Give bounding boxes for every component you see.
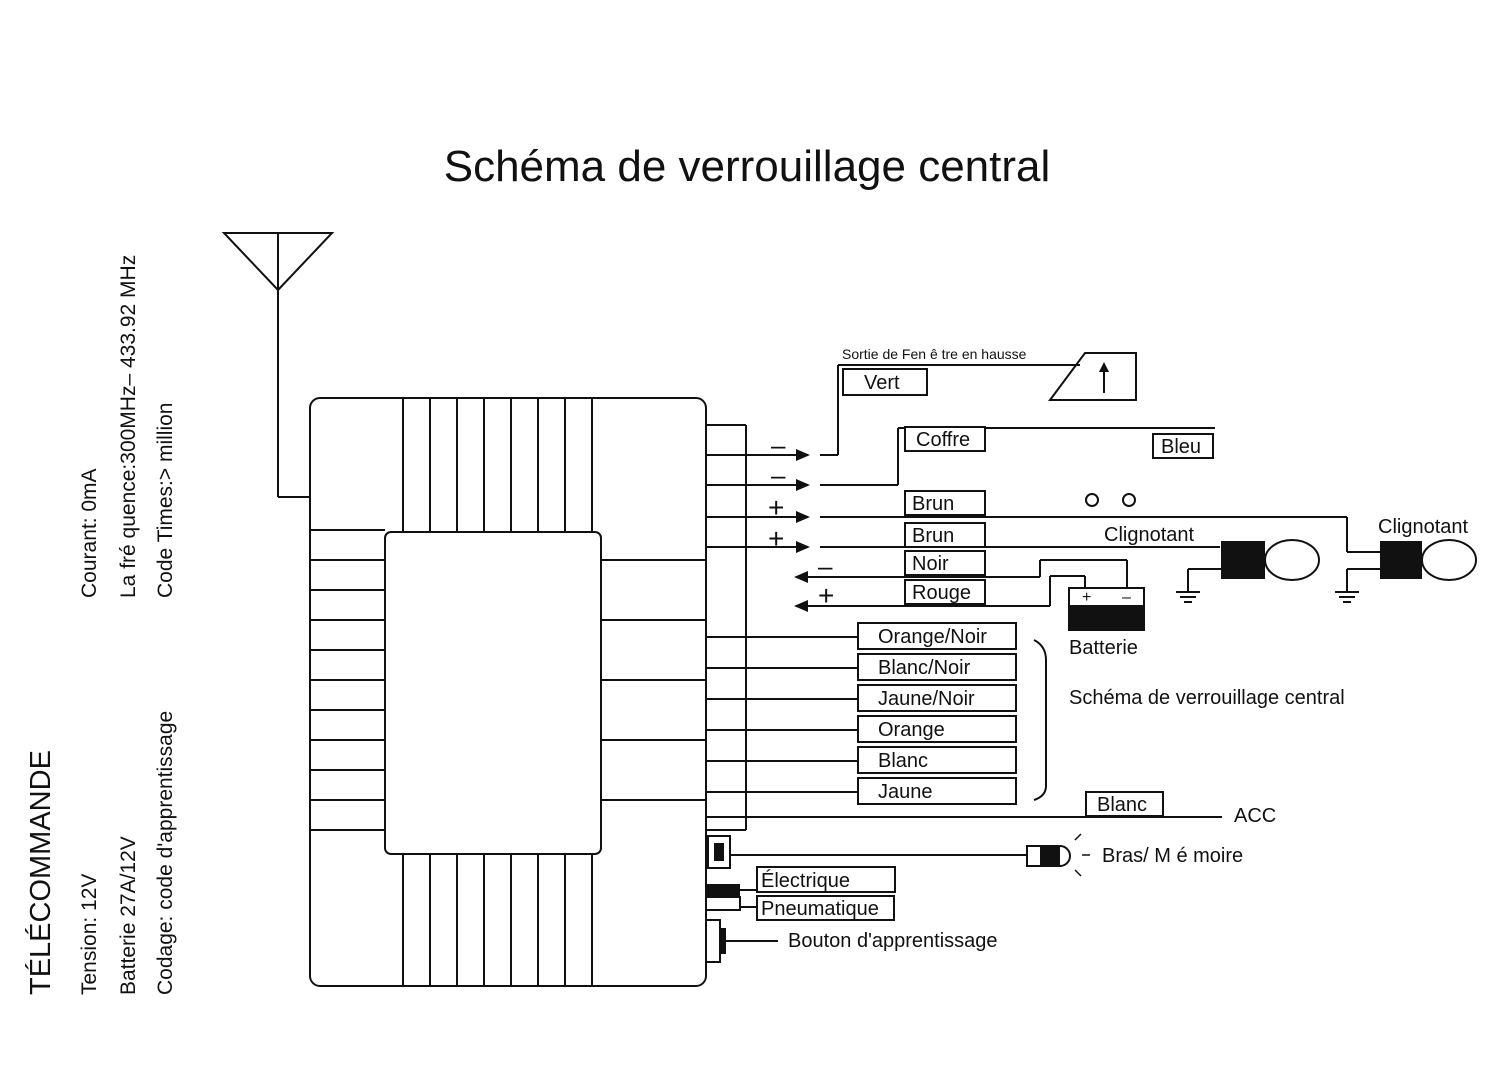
coffre-label: Coffre bbox=[916, 429, 970, 451]
rouge-label: Rouge bbox=[912, 582, 971, 604]
battery-wiring: Noir – Rouge + + – Batterie bbox=[794, 550, 1145, 659]
spec-frequency: La fré quence:300MHz– 433.92 MHz bbox=[117, 255, 140, 598]
noir-label: Noir bbox=[912, 553, 949, 575]
blanc-acc-label: Blanc bbox=[1097, 794, 1147, 816]
spec-current: Courant: 0mA bbox=[78, 468, 101, 598]
electrique-label: Électrique bbox=[761, 869, 850, 892]
turn-signal-lamp-1 bbox=[1176, 539, 1320, 603]
side-specs: TÉLÉCOMMANDE Tension: 12V Batterie 27A/1… bbox=[24, 255, 177, 995]
bouton-label: Bouton d'apprentissage bbox=[788, 930, 998, 952]
window-output: Sortie de Fen ê tre en hausse Vert – bbox=[706, 346, 1137, 461]
jaune-noir-label: Jaune/Noir bbox=[878, 688, 975, 710]
unit-wire-bundle-bottom bbox=[402, 854, 593, 986]
brun-output-1: Brun + bbox=[706, 490, 1380, 553]
diagram-title: Schéma de verrouillage central bbox=[444, 142, 1051, 191]
jaune-label: Jaune bbox=[878, 781, 933, 803]
svg-text:+: + bbox=[1082, 589, 1091, 606]
pneumatique-label: Pneumatique bbox=[761, 898, 879, 920]
led-icon bbox=[1074, 833, 1090, 877]
lock-wires: Orange/Noir Blanc/Noir Jaune/Noir Orange… bbox=[706, 622, 1345, 805]
window-motor-icon bbox=[1048, 352, 1137, 401]
turn-signal-lamp-2: Clignotant bbox=[1335, 516, 1477, 603]
spec-coding: Codage: code d'apprentissage bbox=[154, 711, 177, 995]
antenna-icon bbox=[221, 232, 335, 498]
control-unit bbox=[309, 397, 747, 987]
blanc-label: Blanc bbox=[878, 750, 928, 772]
blanc-noir-label: Blanc/Noir bbox=[878, 657, 971, 679]
clignotant-label-2: Clignotant bbox=[1378, 516, 1469, 538]
unit-wire-bundle-top bbox=[402, 398, 593, 532]
sign-minus-2: – bbox=[771, 460, 786, 490]
orange-label: Orange bbox=[878, 719, 945, 741]
trunk-output: Coffre Bleu – bbox=[706, 426, 1215, 491]
sign-plus-1: + bbox=[768, 492, 784, 523]
brun-label-2: Brun bbox=[912, 525, 954, 547]
acc-wire: Blanc ACC bbox=[706, 791, 1276, 827]
svg-text:–: – bbox=[1122, 589, 1131, 606]
acc-label: ACC bbox=[1234, 805, 1276, 827]
led-output: Bras/ M é moire bbox=[707, 833, 1243, 877]
sign-plus-2: + bbox=[768, 523, 784, 554]
sign-minus-1: – bbox=[771, 430, 786, 460]
spec-code-times: Code Times:> million bbox=[154, 403, 177, 599]
brun-output-2: Brun + Clignotant bbox=[706, 522, 1220, 554]
lock-type-jumper: Électrique Pneumatique bbox=[705, 866, 896, 921]
sign-plus-3: + bbox=[818, 580, 834, 611]
bleu-label: Bleu bbox=[1161, 436, 1201, 458]
clignotant-label-1: Clignotant bbox=[1104, 524, 1195, 546]
batterie-label: Batterie bbox=[1069, 637, 1138, 659]
battery-icon: + – bbox=[1068, 587, 1145, 631]
bras-label: Bras/ M é moire bbox=[1102, 845, 1243, 867]
spec-voltage: Tension: 12V bbox=[78, 874, 101, 995]
sign-minus-3: – bbox=[818, 551, 833, 581]
brun-label-1: Brun bbox=[912, 493, 954, 515]
learn-button: Bouton d'apprentissage bbox=[705, 919, 998, 963]
lock-bracket bbox=[1033, 639, 1047, 801]
orange-noir-label: Orange/Noir bbox=[878, 626, 987, 648]
remote-heading: TÉLÉCOMMANDE bbox=[24, 750, 57, 995]
unit-side-wires bbox=[311, 529, 706, 831]
spec-battery: Batterie 27A/12V bbox=[117, 836, 140, 995]
vert-label: Vert bbox=[864, 372, 900, 394]
lock-caption: Schéma de verrouillage central bbox=[1069, 687, 1345, 709]
window-caption: Sortie de Fen ê tre en hausse bbox=[842, 346, 1027, 362]
